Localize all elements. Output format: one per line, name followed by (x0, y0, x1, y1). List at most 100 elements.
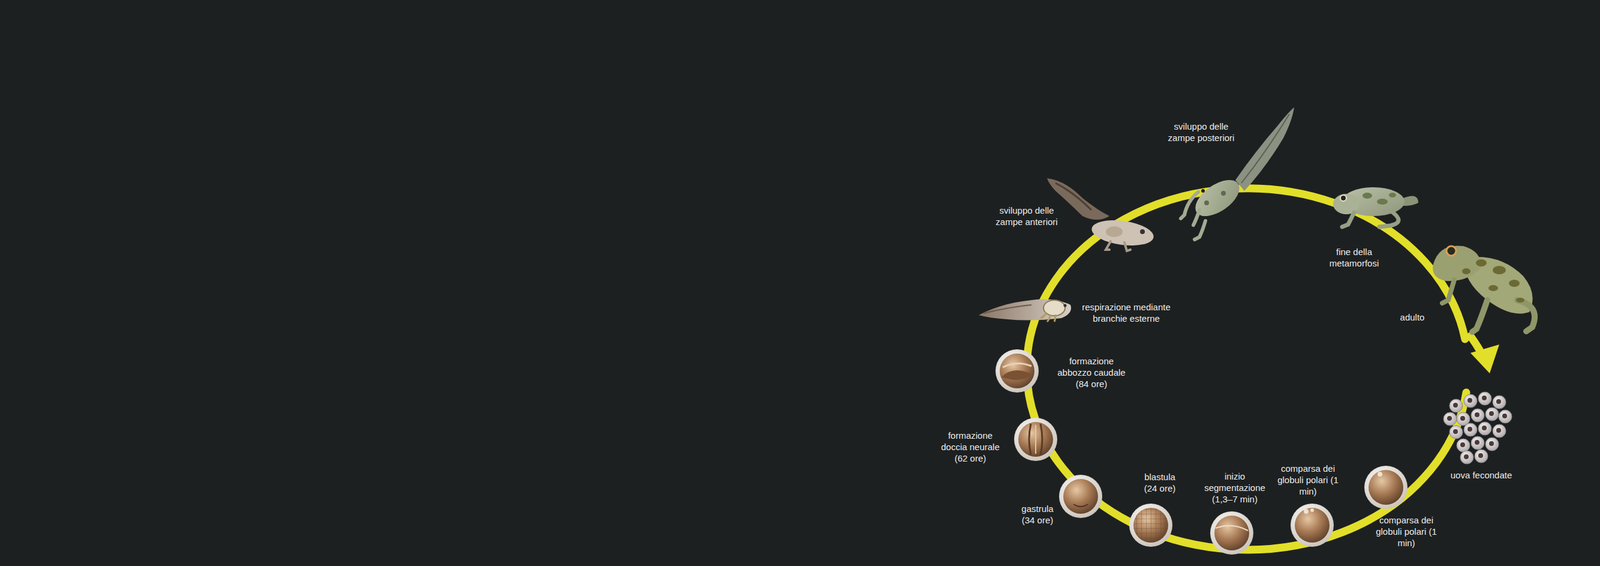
tadpole-external-gills-part (978, 299, 1072, 321)
egg-cluster-part (1485, 437, 1499, 451)
egg-cluster-part (1460, 450, 1474, 464)
stage-label: formazione doccia neurale (62 ore) (937, 429, 1003, 464)
stage-label: formazione abbozzo caudale (84 ore) (1056, 355, 1127, 390)
egg-cluster-part (1449, 398, 1463, 412)
tadpole-front-legs-part (1047, 178, 1110, 220)
adult-frog-part-part (1492, 265, 1506, 275)
tadpole-front-legs (1047, 178, 1156, 251)
egg-cluster-part (1498, 409, 1512, 423)
stage-label: sviluppo delle zampe anteriori (991, 205, 1063, 228)
embryo-tail-bud-part (999, 353, 1035, 389)
embryo-polar-bodies-2-part (1310, 507, 1314, 512)
cycle-ring-part (1026, 188, 1467, 550)
egg-cluster-part (1463, 422, 1478, 436)
egg-cluster-part (1443, 411, 1457, 426)
egg-cluster-part (1502, 413, 1508, 418)
adult-frog-part (1442, 279, 1455, 303)
tadpole-external-gills-part (983, 304, 1032, 314)
egg-cluster-part (1481, 395, 1487, 400)
egg-cluster-part (1453, 402, 1458, 408)
stage-label: blastula (24 ore) (1139, 471, 1181, 495)
tadpole-external-gills-part (1063, 304, 1067, 308)
embryo-gastrula (1059, 474, 1103, 518)
embryo-neural-groove-part (1029, 423, 1043, 455)
egg-cluster-part (1489, 410, 1494, 416)
egg-cluster-part (1489, 440, 1494, 446)
egg-cluster-part (1449, 425, 1463, 439)
tadpole-front-legs-part (1090, 216, 1156, 249)
stage-label: gastrula (34 ore) (1017, 503, 1058, 526)
cycle-ring-part (1470, 344, 1500, 374)
embryo-segmentation (1210, 510, 1254, 555)
egg-cluster-part (1460, 415, 1466, 421)
adult-frog-part-part (1462, 268, 1471, 275)
embryo-tail-bud (995, 349, 1039, 393)
embryo-segmentation-part (1210, 510, 1254, 555)
egg-cluster-part (1485, 407, 1499, 421)
stage-label: comparsa dei globuli polari (1 min) (1276, 462, 1340, 497)
egg-cluster-part (1467, 397, 1473, 403)
embryo-polar-bodies-1 (1364, 465, 1408, 509)
adult-frog-part-part (1475, 259, 1487, 267)
embryo-polar-bodies-2-part (1294, 507, 1330, 543)
stage-label: uova fecondate (1450, 469, 1513, 481)
stage-label: respirazione mediante branchie esterne (1077, 301, 1175, 325)
egg-cluster-part (1460, 441, 1466, 447)
embryo-segmentation-part (1214, 515, 1250, 550)
egg-cluster-part (1456, 438, 1470, 452)
egg-cluster-part (1492, 423, 1506, 438)
egg-cluster-part (1447, 415, 1452, 421)
tadpole-external-gills (978, 299, 1072, 322)
tadpole-hind-legs-part (1241, 113, 1290, 183)
egg-cluster-part (1463, 453, 1469, 459)
tadpole-external-gills-part (1040, 311, 1056, 322)
egg-cluster (1443, 391, 1512, 464)
tadpole-hind-legs-part (1193, 209, 1200, 225)
egg-cluster-part (1463, 394, 1478, 408)
embryo-polar-bodies-1-part (1364, 465, 1408, 509)
embryo-polar-bodies-2-part (1303, 508, 1309, 514)
egg-cluster-part (1496, 427, 1502, 433)
adult-frog-part (1446, 245, 1457, 256)
stage-label: sviluppo delle zampe posteriori (1164, 121, 1239, 144)
adult-frog-part-part (1508, 279, 1520, 287)
tadpole-hind-legs-part (1235, 107, 1295, 191)
embryo-neural-groove-part (1035, 424, 1037, 454)
embryo-blastula-part (1129, 503, 1173, 547)
egg-cluster-part (1467, 426, 1473, 432)
egg-cluster-part (1478, 391, 1492, 405)
stage-label: fine della metamorfosi (1326, 246, 1382, 270)
froglet (1333, 187, 1419, 227)
egg-cluster-part (1496, 398, 1502, 404)
tadpole-hind-legs-part (1180, 191, 1206, 240)
embryo-gastrula-part (1073, 503, 1088, 507)
embryo-blastula-part (1133, 507, 1169, 543)
adult-frog-part-part (1488, 284, 1499, 291)
adult-frog (1432, 245, 1535, 332)
embryo-polar-bodies-1-part (1368, 469, 1404, 505)
tadpole-front-legs-part (1105, 226, 1123, 237)
egg-cluster-part (1474, 439, 1480, 445)
embryo-polar-bodies-2-part (1290, 503, 1334, 547)
egg-cluster-part (1471, 408, 1485, 422)
embryo-tail-bud-part (1001, 370, 1033, 380)
froglet-part (1362, 192, 1373, 199)
embryo-tail-bud-part (1002, 362, 1032, 368)
egg-cluster-part (1481, 425, 1487, 430)
froglet-part (1342, 211, 1399, 227)
stage-label: inizio segmentazione (1,3–7 min) (1203, 470, 1266, 505)
embryo-blastula-part (1133, 507, 1169, 543)
embryo-blastula (1129, 503, 1173, 547)
embryo-gastrula-part (1059, 474, 1103, 518)
egg-cluster-part (1478, 421, 1492, 435)
stage-label: adulto (1400, 311, 1425, 324)
tadpole-front-legs-part (1055, 182, 1092, 210)
embryo-neural-groove (1014, 417, 1058, 461)
embryo-polar-bodies-1-part (1377, 471, 1383, 477)
embryo-segmentation-part (1215, 525, 1248, 531)
froglet-part (1388, 192, 1397, 198)
embryo-tail-bud-part (995, 349, 1039, 393)
egg-cluster-part (1474, 411, 1480, 417)
egg-cluster-part (1471, 435, 1485, 450)
